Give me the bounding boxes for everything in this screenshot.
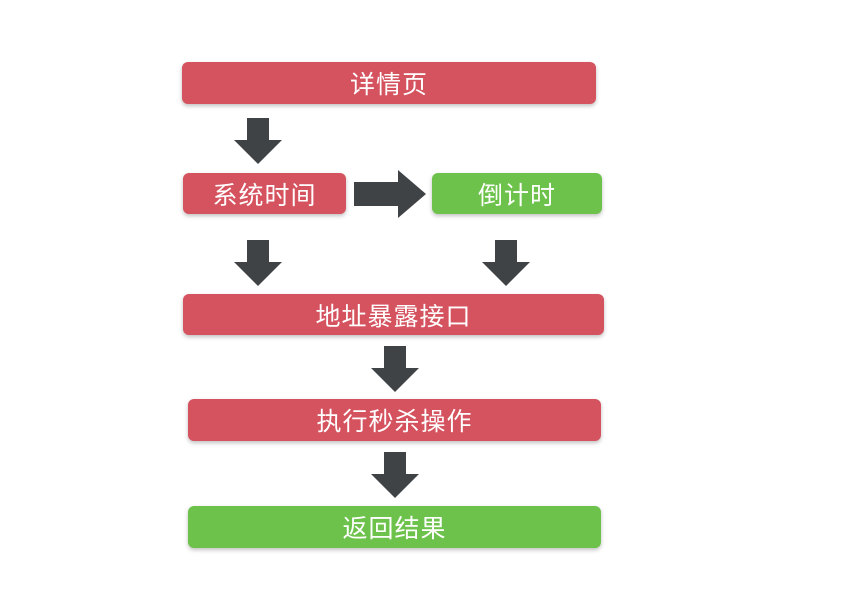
node-execute-seckill-label: 执行秒杀操作 xyxy=(316,407,473,436)
node-detail-page-label: 详情页 xyxy=(349,70,428,99)
arrow-detail-to-system-time xyxy=(234,118,282,164)
arrow-system-time-to-expose xyxy=(234,240,282,286)
arrow-execute-to-result xyxy=(371,452,419,498)
node-return-result-label: 返回结果 xyxy=(342,514,447,543)
node-expose-address-label: 地址暴露接口 xyxy=(315,301,472,331)
node-detail-page: 详情页 xyxy=(182,62,596,104)
node-countdown-label: 倒计时 xyxy=(477,180,556,210)
arrow-expose-to-execute xyxy=(371,346,419,392)
node-system-time-label: 系统时间 xyxy=(212,180,317,210)
node-return-result: 返回结果 xyxy=(188,506,601,548)
arrow-system-time-to-countdown xyxy=(354,170,426,218)
node-countdown: 倒计时 xyxy=(432,173,602,214)
node-expose-address: 地址暴露接口 xyxy=(183,294,604,335)
node-system-time: 系统时间 xyxy=(183,173,346,214)
arrow-countdown-to-expose xyxy=(482,240,530,286)
node-execute-seckill: 执行秒杀操作 xyxy=(188,399,601,441)
